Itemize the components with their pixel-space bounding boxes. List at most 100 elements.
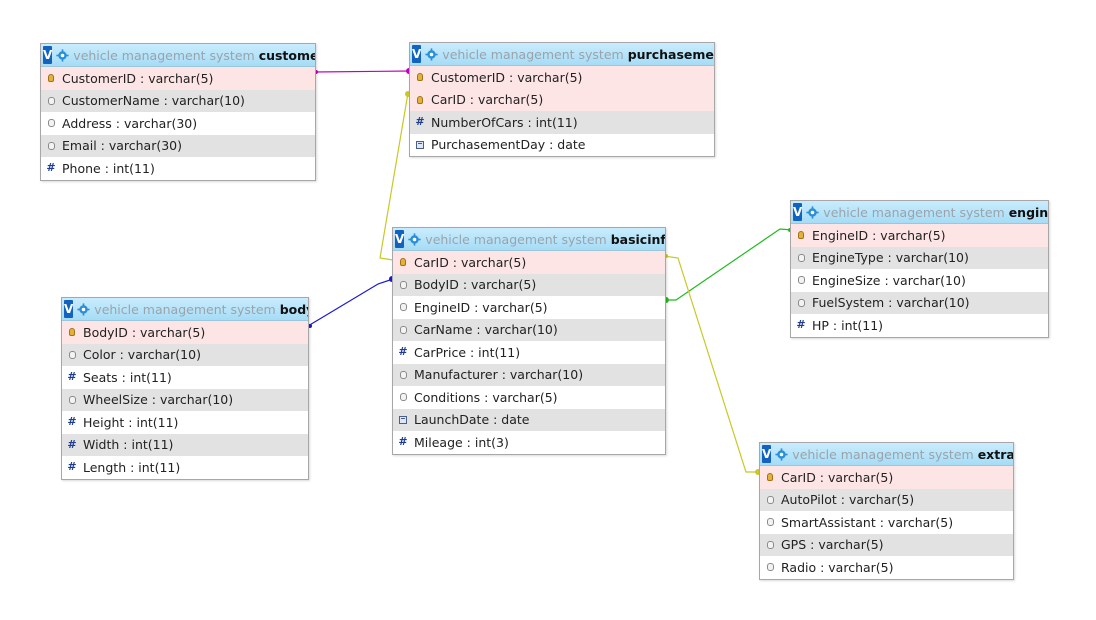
primary-key-icon xyxy=(67,328,77,337)
gear-icon[interactable] xyxy=(806,204,819,220)
column-row[interactable]: Radio : varchar(5) xyxy=(760,556,1013,579)
column-row[interactable]: #HP : int(11) xyxy=(791,314,1048,337)
table-name: customer xyxy=(258,47,315,63)
column-label: CustomerID : varchar(5) xyxy=(431,69,583,85)
column-label: BodyID : varchar(5) xyxy=(414,277,537,293)
column-row[interactable]: SmartAssistant : varchar(5) xyxy=(760,511,1013,534)
number-type-icon: # xyxy=(398,345,408,359)
relation-body-basicinfo xyxy=(307,278,394,327)
column-label: CarID : varchar(5) xyxy=(781,469,894,485)
table-name: body xyxy=(279,301,308,317)
column-row[interactable]: CustomerName : varchar(10) xyxy=(41,89,315,112)
column-row[interactable]: Conditions : varchar(5) xyxy=(393,386,665,409)
column-label: EngineSize : varchar(10) xyxy=(812,272,966,288)
column-row[interactable]: # Phone : int(11) xyxy=(41,157,315,180)
toggle-button[interactable]: V xyxy=(412,45,422,63)
primary-key-icon xyxy=(415,73,425,82)
column-row[interactable]: # Width : int(11) xyxy=(62,433,308,456)
string-type-icon xyxy=(67,395,77,404)
column-row[interactable]: EngineSize : varchar(10) xyxy=(791,269,1048,292)
table-extras[interactable]: V vehicle management system extras CarID… xyxy=(759,442,1014,580)
column-row[interactable]: #Mileage : int(3) xyxy=(393,431,665,454)
string-type-icon xyxy=(398,325,408,334)
gear-icon[interactable] xyxy=(775,446,788,462)
toggle-button[interactable]: V xyxy=(64,300,74,318)
toggle-button[interactable]: V xyxy=(43,46,53,64)
column-row[interactable]: Email : varchar(30) xyxy=(41,134,315,157)
column-row[interactable]: LaunchDate : date xyxy=(393,408,665,431)
database-name: vehicle management system xyxy=(823,204,1005,220)
string-type-icon xyxy=(398,370,408,379)
gear-icon[interactable] xyxy=(408,231,421,247)
number-type-icon: # xyxy=(67,460,77,474)
column-row[interactable]: #Height : int(11) xyxy=(62,411,308,434)
database-name: vehicle management system xyxy=(792,446,974,462)
column-row[interactable]: CarID : varchar(5) xyxy=(393,251,665,274)
string-type-icon xyxy=(796,298,806,307)
column-row[interactable]: GPS : varchar(5) xyxy=(760,533,1013,556)
table-header[interactable]: V vehicle management system basicinfo xyxy=(393,228,665,251)
column-row[interactable]: BodyID : varchar(5) xyxy=(393,273,665,296)
column-label: Address : varchar(30) xyxy=(62,115,198,131)
column-label: PurchasementDay : date xyxy=(431,137,586,153)
string-type-icon xyxy=(46,141,56,150)
column-label: Conditions : varchar(5) xyxy=(414,389,558,405)
column-label: EngineID : varchar(5) xyxy=(812,227,946,243)
column-row[interactable]: Color : varchar(10) xyxy=(62,343,308,366)
number-type-icon: # xyxy=(67,415,77,429)
column-label: Width : int(11) xyxy=(83,437,174,453)
database-name: vehicle management system xyxy=(94,301,276,317)
number-type-icon: # xyxy=(46,161,56,175)
column-row[interactable]: BodyID : varchar(5) xyxy=(62,321,308,344)
column-row[interactable]: Address : varchar(30) xyxy=(41,112,315,135)
table-header[interactable]: V vehicle management system extras xyxy=(760,443,1013,466)
relation-engine-basicinfo xyxy=(665,228,793,301)
table-purchasement[interactable]: V vehicle management system purchasement… xyxy=(409,42,715,157)
column-label: Phone : int(11) xyxy=(62,160,155,176)
column-row[interactable]: Manufacturer : varchar(10) xyxy=(393,363,665,386)
toggle-button[interactable]: V xyxy=(793,203,803,221)
relation-customer-purchasement xyxy=(313,70,411,73)
string-type-icon xyxy=(765,540,775,549)
table-header[interactable]: V vehicle management system customer xyxy=(41,44,315,67)
column-row[interactable]: AutoPilot : varchar(5) xyxy=(760,488,1013,511)
toggle-button[interactable]: V xyxy=(395,230,405,248)
table-name: basicinfo xyxy=(610,231,665,247)
gear-icon[interactable] xyxy=(425,46,438,62)
gear-icon[interactable] xyxy=(56,47,69,63)
date-type-icon xyxy=(398,415,408,424)
column-row[interactable]: #NumberOfCars : int(11) xyxy=(410,111,714,134)
column-row[interactable]: EngineID : varchar(5) xyxy=(393,296,665,319)
string-type-icon xyxy=(765,495,775,504)
column-row[interactable]: #CarPrice : int(11) xyxy=(393,341,665,364)
column-row[interactable]: WheelSize : varchar(10) xyxy=(62,388,308,411)
column-label: Email : varchar(30) xyxy=(62,138,183,154)
column-row[interactable]: FuelSystem : varchar(10) xyxy=(791,291,1048,314)
relation-basicinfo-extras xyxy=(663,255,760,473)
column-row[interactable]: CustomerID : varchar(5) xyxy=(410,66,714,89)
gear-icon[interactable] xyxy=(77,301,90,317)
column-label: Mileage : int(3) xyxy=(414,434,509,450)
column-row[interactable]: CarName : varchar(10) xyxy=(393,318,665,341)
column-row[interactable]: CarID : varchar(5) xyxy=(760,466,1013,489)
toggle-button[interactable]: V xyxy=(762,445,772,463)
column-row[interactable]: EngineID : varchar(5) xyxy=(791,224,1048,247)
table-header[interactable]: V vehicle management system purchasement xyxy=(410,43,714,66)
column-row[interactable]: PurchasementDay : date xyxy=(410,133,714,156)
column-row[interactable]: #Seats : int(11) xyxy=(62,366,308,389)
database-name: vehicle management system xyxy=(425,231,607,247)
column-label: Length : int(11) xyxy=(83,459,181,475)
string-type-icon xyxy=(765,563,775,572)
column-row[interactable]: CarID : varchar(5) xyxy=(410,88,714,111)
table-body[interactable]: V vehicle management system body BodyID … xyxy=(61,297,309,480)
column-row[interactable]: EngineType : varchar(10) xyxy=(791,246,1048,269)
table-basicinfo[interactable]: V vehicle management system basicinfo Ca… xyxy=(392,227,666,455)
table-header[interactable]: V vehicle management system body xyxy=(62,298,308,321)
table-engine[interactable]: V vehicle management system engine Engin… xyxy=(790,200,1049,338)
table-customer[interactable]: V vehicle management system customer Cus… xyxy=(40,43,316,181)
column-row[interactable]: # Length : int(11) xyxy=(62,456,308,479)
column-row[interactable]: CustomerID : varchar(5) xyxy=(41,67,315,90)
number-type-icon: # xyxy=(67,437,77,451)
table-header[interactable]: V vehicle management system engine xyxy=(791,201,1048,224)
column-label: Manufacturer : varchar(10) xyxy=(414,367,584,383)
